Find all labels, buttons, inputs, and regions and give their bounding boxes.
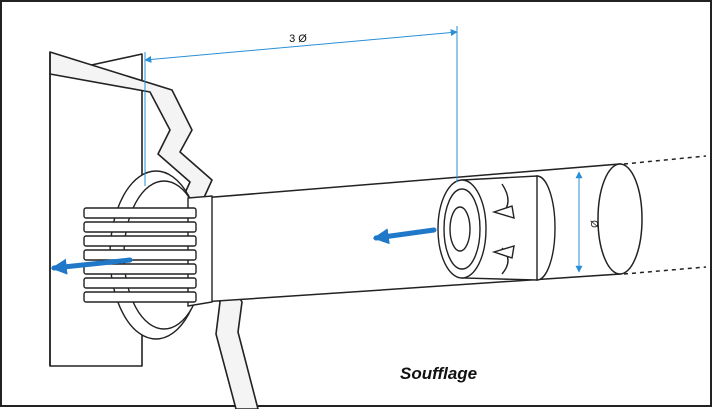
airflow-arrows: [50, 227, 437, 275]
dimension-3d-line: [144, 29, 458, 63]
airflow-arrow-duct: [372, 227, 437, 245]
dimension-diameter-label: Ø: [590, 220, 601, 228]
grille-diffuser: [83, 170, 213, 340]
dimension-lines: [144, 26, 583, 273]
caption-soufflage: Soufflage: [400, 364, 478, 383]
airflow-arrow-outlet: [50, 257, 133, 275]
dimension-3d-label: 3 Ø: [289, 33, 307, 45]
damper-unit: [437, 175, 556, 281]
